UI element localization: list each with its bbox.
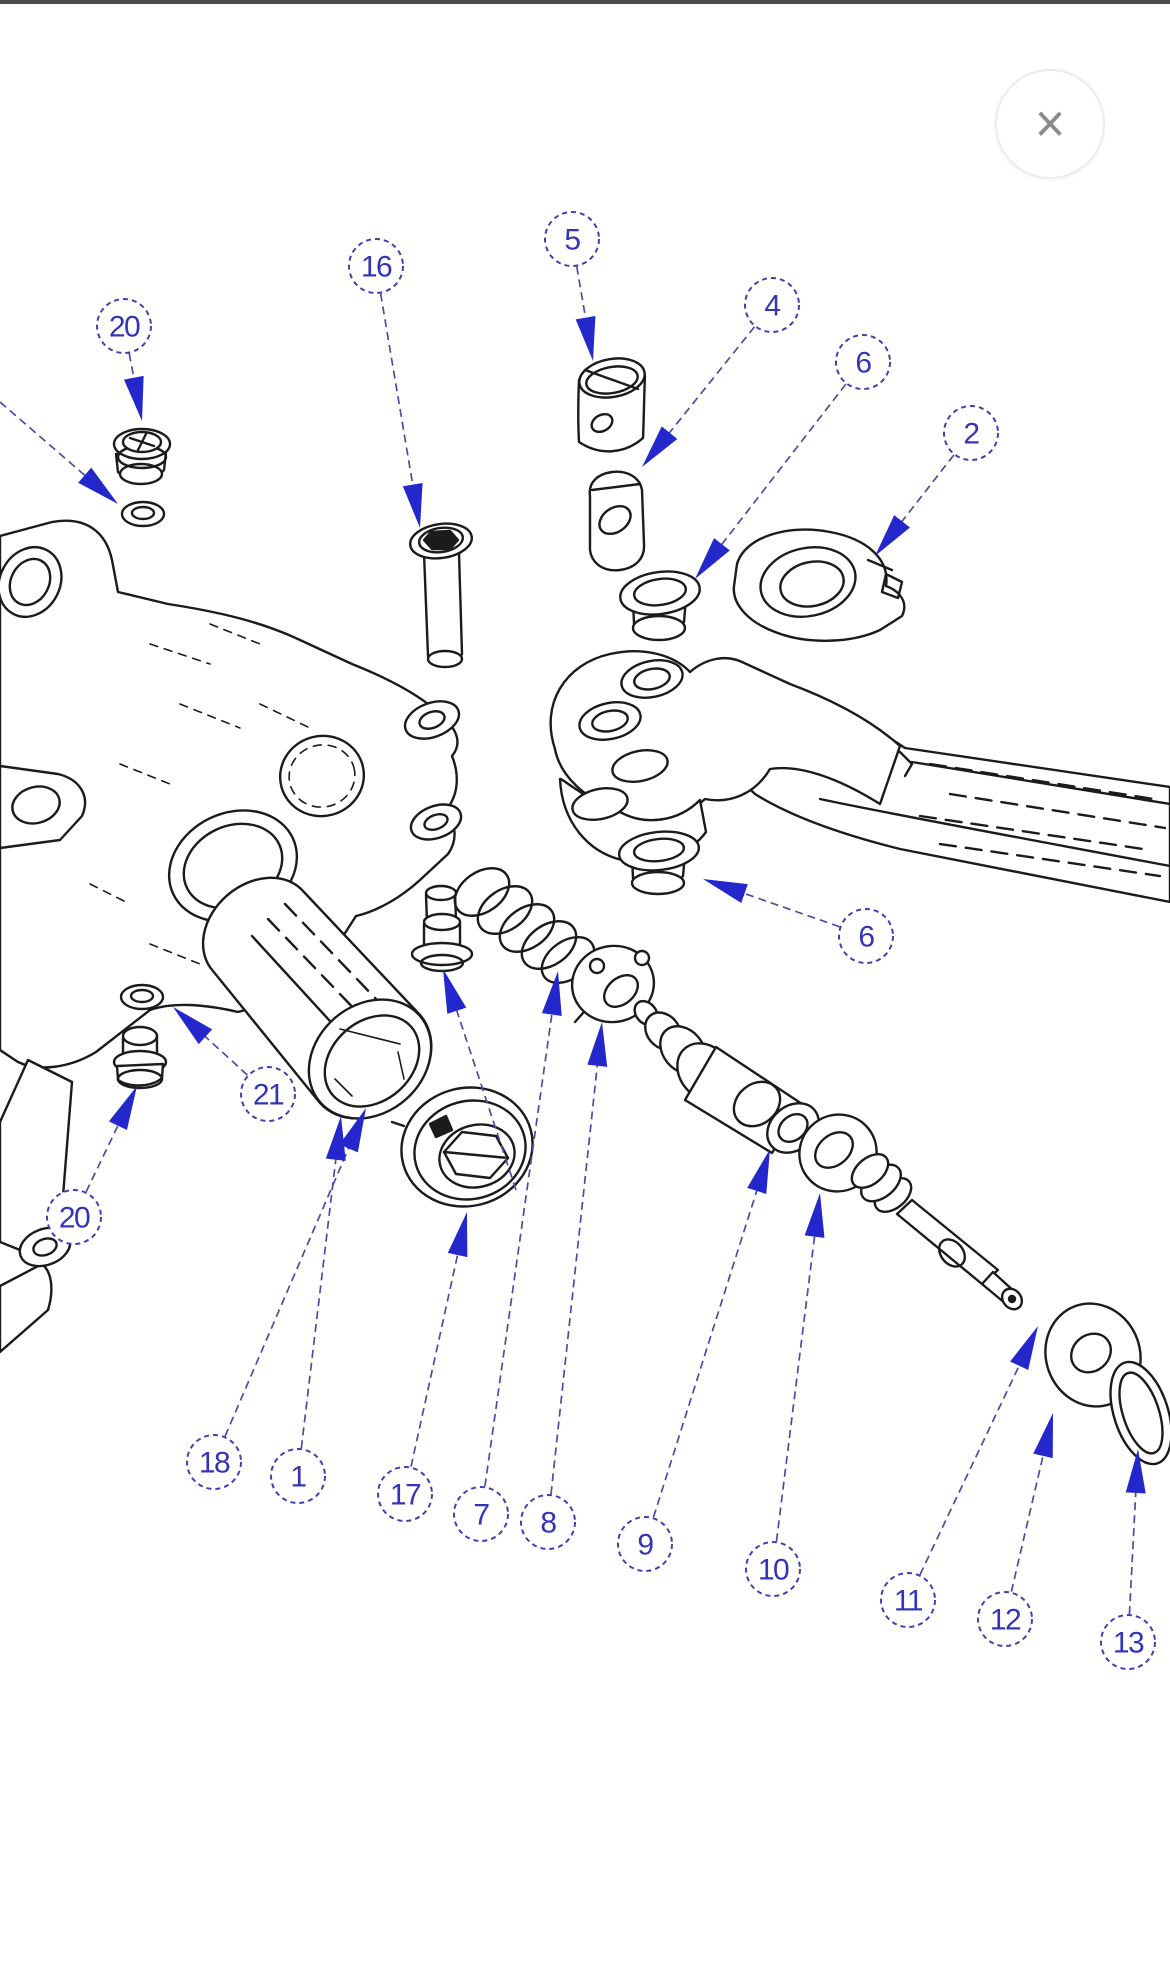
callout-8: 8: [520, 1022, 608, 1550]
svg-text:20: 20: [59, 1202, 90, 1235]
svg-text:13: 13: [1113, 1627, 1144, 1660]
part-poppet: [410, 884, 474, 973]
callout-10: 10: [745, 1193, 825, 1597]
part-pivot-pin: [577, 357, 647, 453]
callout-13: 13: [1100, 1449, 1156, 1670]
leader-line: [0, 401, 118, 504]
svg-text:8: 8: [540, 1507, 556, 1540]
callout-16: 16: [348, 238, 423, 528]
svg-text:12: 12: [990, 1604, 1021, 1637]
part-sliding-block: [588, 470, 646, 572]
part-socket-bolt: [409, 522, 473, 669]
part-clamp-ring: [732, 528, 906, 642]
svg-text:7: 7: [473, 1499, 489, 1532]
exploded-parts-diagram: 20 16 5 4 6 2 6 21 20 18 1 17 7 8 9 10 11 12 13: [0, 211, 1170, 1670]
callout-18: 18: [186, 1108, 366, 1490]
callout-11: 11: [880, 1326, 1038, 1628]
callout-5: 5: [544, 211, 600, 361]
part-valve-disc: [570, 944, 656, 1024]
part-flanged-bushing-lower: [617, 830, 701, 896]
part-oring-large: [1109, 1360, 1170, 1466]
part-stem: [850, 1153, 1024, 1311]
callout-2: 2: [875, 405, 999, 556]
svg-text:1: 1: [290, 1461, 306, 1494]
part-end-plug: [390, 1086, 534, 1208]
callout-7: 7: [453, 971, 562, 1542]
svg-text:5: 5: [564, 224, 580, 257]
callout-6: 6: [703, 879, 894, 964]
svg-text:6: 6: [855, 347, 871, 380]
part-seal-washer: [120, 500, 166, 528]
svg-text:17: 17: [390, 1479, 421, 1512]
callout-21: 21: [173, 1007, 296, 1122]
svg-text:18: 18: [199, 1447, 230, 1480]
callout-20: 20: [96, 298, 152, 421]
part-steering-arm: [549, 650, 1170, 904]
close-icon: ×: [1034, 93, 1066, 155]
callout-17: 17: [377, 1212, 468, 1522]
svg-text:16: 16: [361, 251, 392, 284]
callout-20: 20: [46, 1086, 137, 1245]
callout-1: 1: [270, 1116, 346, 1504]
part-spring: [453, 867, 596, 984]
callout-6: 6: [695, 334, 891, 579]
part-washer: [119, 983, 165, 1011]
svg-text:21: 21: [253, 1079, 284, 1112]
svg-text:9: 9: [637, 1529, 653, 1562]
leader-line: [443, 969, 517, 1191]
part-plug-screw: [112, 427, 172, 486]
part-flanged-bushing-upper: [619, 570, 701, 642]
part-sleeve: [201, 876, 433, 1120]
callout-9: 9: [617, 1149, 770, 1572]
svg-text:20: 20: [109, 311, 140, 344]
svg-text:6: 6: [858, 921, 874, 954]
callout-12: 12: [977, 1413, 1053, 1647]
svg-text:11: 11: [894, 1585, 923, 1618]
callout-4: 4: [642, 277, 800, 467]
top-status-bar: [0, 0, 1170, 4]
svg-text:10: 10: [758, 1554, 789, 1587]
part-housing-body: [0, 519, 463, 1354]
svg-text:2: 2: [963, 418, 979, 451]
part-plug: [112, 1025, 168, 1090]
svg-text:4: 4: [764, 290, 780, 323]
close-button[interactable]: ×: [995, 69, 1105, 179]
part-spool: [633, 999, 820, 1155]
